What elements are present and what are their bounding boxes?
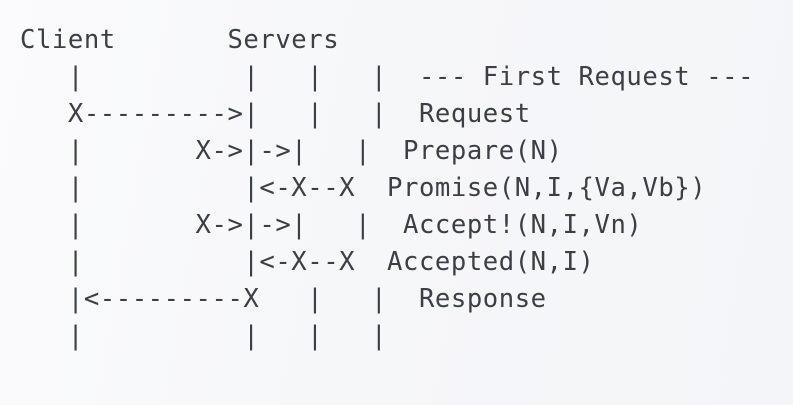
diagram-row-prepare: | X->|->| | Prepare(N) — [20, 136, 563, 166]
diagram-row-promise: | |<-X--X Promise(N,I,{Va,Vb}) — [20, 173, 707, 203]
paxos-sequence-diagram: Client Servers | | | | --- First Request… — [20, 22, 754, 355]
diagram-row-accept: | X->|->| | Accept!(N,I,Vn) — [20, 210, 643, 240]
diagram-row-header: Client Servers — [20, 25, 340, 55]
diagram-row-lifelines-bottom: | | | | — [20, 321, 388, 351]
diagram-row-accepted: | |<-X--X Accepted(N,I) — [20, 247, 595, 277]
diagram-row-client-request: X--------->| | | Request — [20, 99, 531, 129]
diagram-row-lifelines-top: | | | | --- First Request --- — [20, 62, 755, 92]
diagram-row-client-response: |<---------X | | Response — [20, 284, 547, 314]
